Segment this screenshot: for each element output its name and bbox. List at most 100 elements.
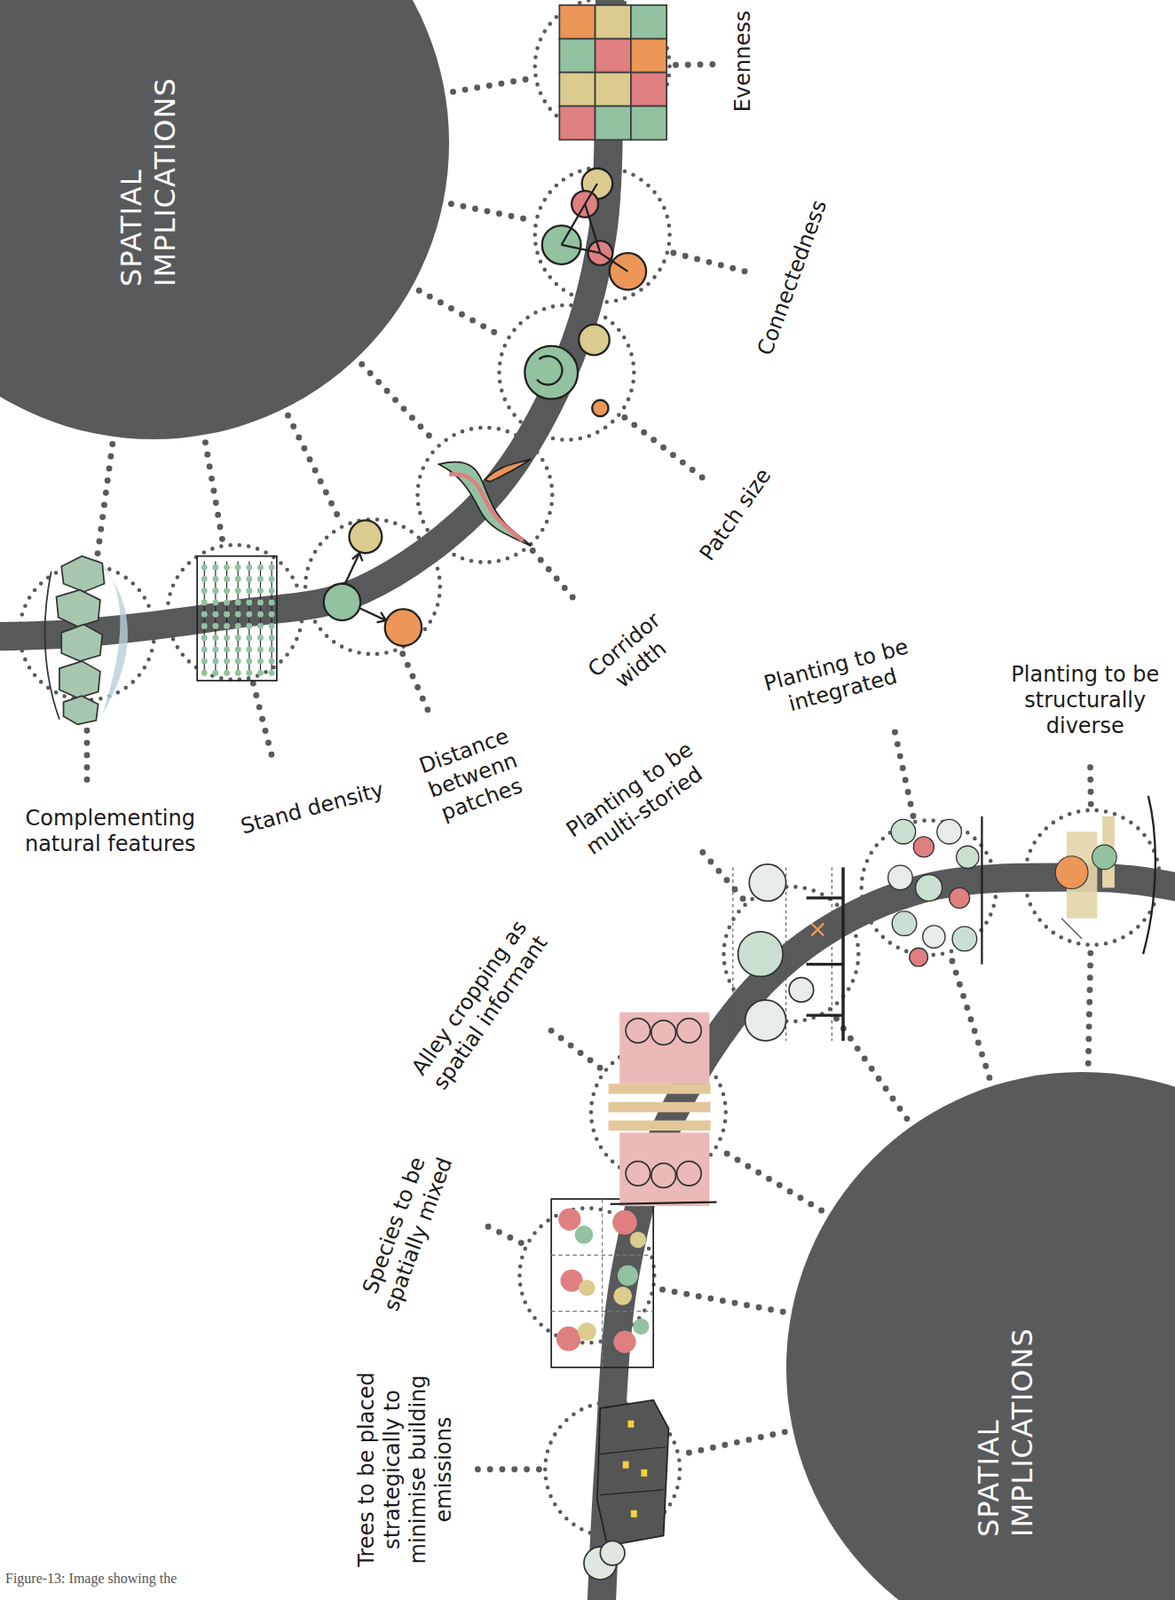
spatial-label: Planting to be multi-storied [549,728,725,873]
leader-line [471,1466,539,1473]
stand-tree [223,670,230,677]
stand-tree [268,575,276,583]
stand-tree [201,611,208,618]
stand-tree [245,611,253,618]
leader-line [252,683,274,764]
stand-tree [212,599,219,607]
stand-tree [201,575,208,583]
spatial-implications-circle: SPATIAL IMPLICATIONS [0,0,450,440]
leader-line [951,957,990,1078]
stand-tree [223,611,230,618]
circle-title: SPATIAL IMPLICATIONS [971,1270,1040,1538]
spatial-label: Complementing natural features [0,805,221,858]
stand-tree [201,634,208,641]
stand-tree [245,599,253,607]
building-trees [583,1400,669,1580]
stand-tree [201,564,208,571]
spatial-label: Corridor width [568,595,698,715]
leader-line [532,551,577,603]
leader-line [477,1221,521,1243]
dotted-ring [1025,810,1160,946]
stand-tree [235,646,242,653]
stand-tree [223,575,230,583]
leader-line [362,363,435,442]
stand-tree [268,646,276,653]
spatial-label: Stand density [237,777,387,841]
leader-line [288,415,341,521]
leader-line [418,290,503,337]
stand-tree [235,670,242,677]
leader-line [659,1288,783,1312]
stand-tree [245,670,253,677]
patch-size-circles [524,324,609,417]
stand-tree [257,599,264,607]
leader-line [624,417,702,478]
stand-tree [257,646,264,653]
dotted-ring [167,544,303,680]
spatial-label: Connectedness [751,196,832,359]
stand-tree [257,670,264,677]
stand-tree [235,611,242,618]
stand-tree [257,611,264,618]
stand-tree [223,587,230,594]
leader-line [96,444,113,560]
stand-tree [201,622,208,630]
leader-line [894,728,914,816]
distance-patches [323,520,422,646]
spatial-label: Trees to be placed strategically to mini… [354,1356,458,1584]
spatial-implications-circle: SPATIAL IMPLICATIONS [786,1072,1175,1600]
stand-tree [257,587,264,594]
leader-line [205,442,222,541]
stand-tree [235,587,242,594]
stand-tree [235,575,242,583]
stand-tree [235,634,242,641]
stand-tree [212,634,219,641]
stand-tree [212,611,219,618]
stand-tree [245,564,253,571]
stand-tree [223,622,230,630]
stand-tree [268,587,276,594]
stand-tree [235,622,242,630]
leader-line [1088,951,1091,1065]
species-mix [551,1198,654,1368]
evenness-grid [559,5,667,141]
stand-tree [201,587,208,594]
stand-tree [245,587,253,594]
integrated-planting [888,816,983,967]
corridor-shapes [439,458,531,546]
stand-density-grid [197,556,277,681]
dotted-ring [535,167,671,303]
connectedness-patches [542,168,647,291]
multi-storied-planting [733,864,844,1041]
spatial-label: Alley cropping as spatial informant [396,901,564,1110]
stand-tree [212,658,219,665]
leader-line [402,654,429,713]
dotted-ring [520,1207,655,1343]
dotted-ring [417,427,553,563]
spatial-label: Species to be spatially mixed [348,1129,465,1332]
stand-tree [201,646,208,653]
stand-tree [268,622,276,630]
stand-tree [268,670,276,677]
stand-tree [257,564,264,571]
stand-tree [201,658,208,665]
leader-line [721,1150,822,1211]
stand-tree [245,658,253,665]
stand-tree [257,622,264,630]
stand-tree [223,646,230,653]
dotted-ring [305,519,441,655]
stand-tree [245,634,253,641]
stand-tree [201,670,208,677]
stand-tree [245,646,253,653]
stand-tree [245,622,253,630]
stand-tree [257,634,264,641]
natural-features-trees [45,556,128,726]
stand-tree [212,564,219,571]
leader-line [673,252,754,274]
alley-cropping [608,1012,718,1207]
leader-line [551,1030,600,1068]
stand-tree [212,587,219,594]
stand-tree [268,611,276,618]
spatial-label: Planting to be integrated [746,630,931,726]
spatial-label: Evenness [730,10,757,112]
